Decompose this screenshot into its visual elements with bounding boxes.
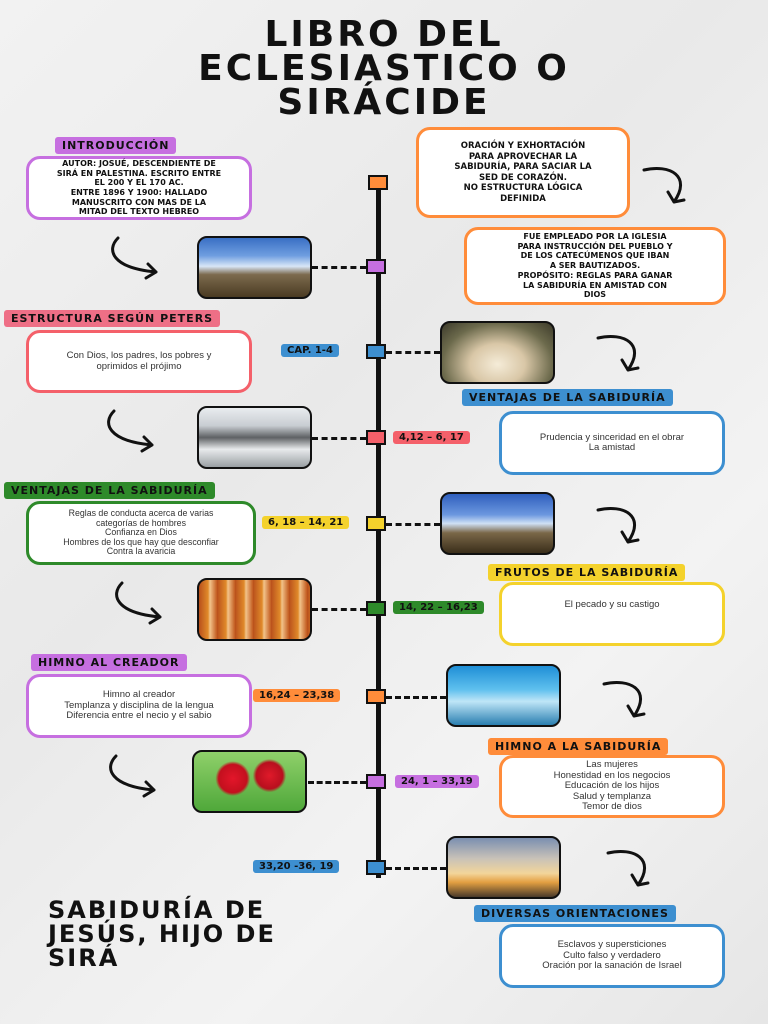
connector	[386, 696, 446, 699]
curved-arrow-icon	[115, 581, 162, 625]
ventajas1-box: Prudencia y sinceridad en el obrar La am…	[499, 411, 725, 475]
timeline-node-2	[366, 259, 386, 274]
himno-sabiduria-ref: 24, 1 – 33,19	[395, 775, 479, 788]
ventajas2-ref: 6, 18 – 14, 21	[262, 516, 350, 529]
diversas-ref: 33,20 -36, 19	[253, 860, 340, 873]
sky-sea-photo	[446, 664, 561, 727]
ventajas1-tag: VENTAJAS DE LA SABIDURÍA	[462, 389, 673, 406]
frutos-text: El pecado y su castigo	[564, 598, 660, 610]
red-poppies-photo	[192, 750, 307, 813]
timeline-node-4	[366, 430, 386, 445]
intro-tag: INTRODUCCIÓN	[55, 137, 177, 154]
frutos-tag: FRUTOS DE LA SABIDURÍA	[488, 564, 686, 581]
estructura-box: Con Dios, los padres, los pobres y oprim…	[26, 330, 252, 393]
diversas-box: Esclavos y supersticiones Culto falso y …	[499, 924, 725, 988]
connector	[386, 351, 440, 354]
timeline-node-1	[368, 175, 388, 190]
connector	[386, 867, 446, 870]
himno-creador-box: Himno al creador Templanza y disciplina …	[26, 674, 252, 738]
sunset-sky-photo	[446, 836, 561, 899]
subtitle-line-3: SIRÁ	[48, 944, 120, 972]
empleado-text: FUE EMPLEADO POR LA IGLESIA PARA INSTRUC…	[517, 231, 673, 300]
curved-arrow-icon	[109, 754, 156, 798]
landscape-photo	[197, 236, 312, 299]
diversas-text: Esclavos y supersticiones Culto falso y …	[542, 939, 682, 972]
title-line-2: ECLESIASTICO O	[198, 48, 570, 89]
ventajas2-box: Reglas de conducta acerca de varias cate…	[26, 501, 256, 565]
curved-arrow-icon	[602, 681, 646, 718]
title-line-3: SIRÁCIDE	[277, 82, 491, 123]
frutos-ref: 14, 22 – 16,23	[393, 601, 484, 614]
ventajas1-ref: 4,12 – 6, 17	[393, 431, 470, 444]
himno-creador-tag: HIMNO AL CREADOR	[31, 654, 187, 671]
mountain-landscape-photo	[440, 492, 555, 555]
connector	[308, 781, 366, 784]
estructura-ref: CAP. 1-4	[281, 344, 339, 357]
curved-arrow-icon	[111, 236, 158, 280]
subtitle-line-1: SABIDURÍA DE	[48, 896, 266, 924]
timeline-node-5	[366, 516, 386, 531]
curved-arrow-icon	[596, 335, 640, 372]
timeline-node-3	[366, 344, 386, 359]
intro-text: AUTOR: JOSUÉ, DESCENDIENTE DE SIRÁ EN PA…	[56, 159, 222, 217]
snowy-mountains-photo	[197, 406, 312, 469]
connector	[312, 608, 366, 611]
autumn-forest-photo	[197, 578, 312, 641]
curved-arrow-icon	[606, 850, 650, 887]
timeline-node-8	[366, 774, 386, 789]
frutos-box: El pecado y su castigo	[499, 582, 725, 646]
himno-creador-ref: 16,24 – 23,38	[253, 689, 341, 702]
intro-box: AUTOR: JOSUÉ, DESCENDIENTE DE SIRÁ EN PA…	[26, 156, 252, 220]
diversas-tag: DIVERSAS ORIENTACIONES	[474, 905, 676, 922]
ventajas1-text: Prudencia y sinceridad en el obrar La am…	[539, 431, 685, 453]
connector	[312, 266, 366, 269]
curved-arrow-icon	[107, 409, 154, 453]
ventajas2-tag: VENTAJAS DE LA SABIDURÍA	[4, 482, 215, 499]
connector	[386, 523, 440, 526]
himno-sabiduria-box: Las mujeres Honestidad en los negocios E…	[499, 755, 725, 818]
ventajas2-text: Reglas de conducta acerca de varias cate…	[63, 508, 219, 557]
timeline-node-7	[366, 689, 386, 704]
oracion-text: ORACIÓN Y EXHORTACIÓN PARA APROVECHAR LA…	[454, 141, 592, 204]
empleado-box: FUE EMPLEADO POR LA IGLESIA PARA INSTRUC…	[464, 227, 726, 305]
fog-valley-photo	[440, 321, 555, 384]
subtitle: SABIDURÍA DE JESÚS, HIJO DE SIRÁ	[48, 898, 378, 970]
page-title: LIBRO DEL ECLESIASTICO O SIRÁCIDE	[0, 14, 768, 123]
himno-sabiduria-tag: HIMNO A LA SABIDURÍA	[488, 738, 669, 755]
estructura-text: Con Dios, los padres, los pobres y oprim…	[66, 350, 212, 372]
title-line-1: LIBRO DEL	[264, 14, 504, 55]
estructura-tag: ESTRUCTURA SEGÚN PETERS	[4, 310, 221, 327]
himno-sabiduria-text: Las mujeres Honestidad en los negocios E…	[553, 759, 671, 813]
subtitle-line-2: JESÚS, HIJO DE	[48, 920, 276, 948]
curved-arrow-icon	[642, 167, 686, 204]
himno-creador-text: Himno al creador Templanza y disciplina …	[64, 689, 214, 722]
oracion-box: ORACIÓN Y EXHORTACIÓN PARA APROVECHAR LA…	[416, 127, 630, 218]
timeline-node-6	[366, 601, 386, 616]
timeline-node-9	[366, 860, 386, 875]
curved-arrow-icon	[596, 507, 640, 544]
connector	[312, 437, 366, 440]
